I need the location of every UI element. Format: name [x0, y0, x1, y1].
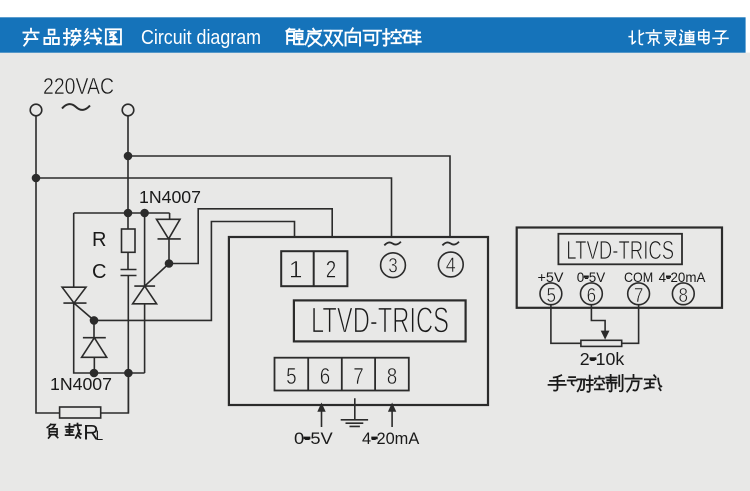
svg-text:7: 7	[634, 284, 644, 307]
svg-text:1N4007: 1N4007	[139, 187, 201, 207]
svg-text:1: 1	[289, 257, 303, 284]
svg-text:1N4007: 1N4007	[50, 374, 112, 394]
svg-text:R: R	[83, 421, 99, 445]
svg-text:6: 6	[320, 363, 331, 389]
svg-text:3: 3	[388, 255, 398, 278]
svg-text:C: C	[92, 261, 106, 283]
svg-text:4-20mA: 4-20mA	[659, 269, 706, 285]
svg-text:R: R	[92, 229, 106, 251]
svg-text:8: 8	[387, 363, 398, 389]
svg-text:4: 4	[446, 254, 456, 277]
svg-text:0-5V: 0-5V	[577, 269, 606, 285]
svg-text:Circuit diagram: Circuit diagram	[141, 27, 261, 49]
svg-text:+5V: +5V	[538, 269, 565, 285]
svg-text:0-5V: 0-5V	[294, 430, 333, 448]
svg-text:7: 7	[353, 363, 364, 389]
svg-text:5: 5	[547, 284, 557, 307]
svg-text:8: 8	[679, 284, 689, 307]
svg-text:2-10k: 2-10k	[580, 349, 625, 369]
svg-text:LTVD-TRICS: LTVD-TRICS	[311, 300, 449, 341]
svg-text:4-20mA: 4-20mA	[362, 430, 419, 448]
svg-text:L: L	[96, 428, 104, 443]
svg-text:5: 5	[286, 363, 297, 389]
svg-text:LTVD-TRICS: LTVD-TRICS	[566, 235, 674, 265]
svg-text:220VAC: 220VAC	[43, 73, 114, 99]
svg-text:COM: COM	[624, 269, 653, 285]
svg-text:2: 2	[326, 257, 337, 284]
svg-text:6: 6	[587, 284, 597, 307]
